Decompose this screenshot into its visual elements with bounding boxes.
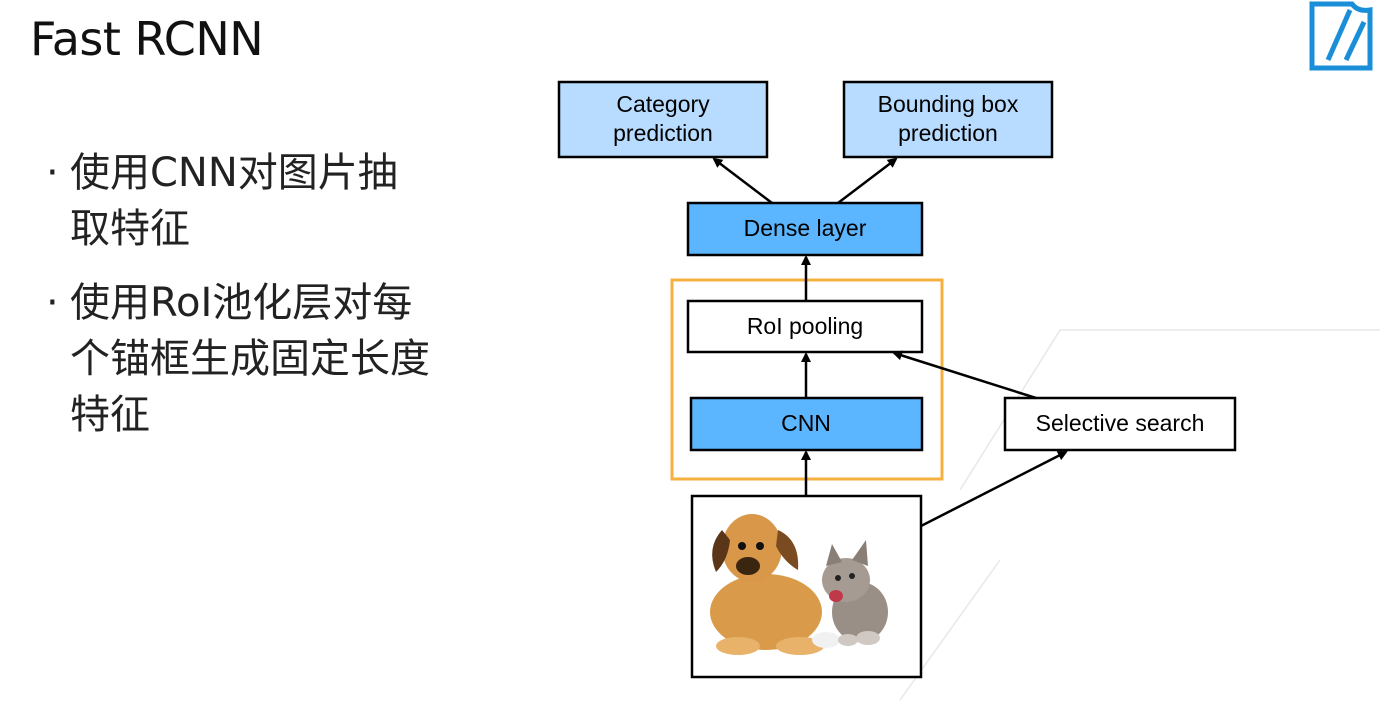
selective-search-label: Selective search <box>1036 410 1205 436</box>
bullet-line: 个锚框生成固定长度 <box>70 336 430 382</box>
bbox-prediction-box: Bounding box prediction <box>842 80 1054 159</box>
selective-search-box: Selective search <box>1003 396 1237 452</box>
background-decoration <box>899 329 1380 701</box>
bullet-line: 特征 <box>70 392 150 438</box>
dog-image <box>710 514 840 655</box>
category-prediction-label-line1: Category <box>616 91 710 117</box>
cnn-box: CNN <box>689 396 924 452</box>
dense-layer-label: Dense layer <box>744 215 867 241</box>
bullet-item: · 使用RoI池化层对每 个锚框生成固定长度 特征 <box>46 275 516 443</box>
bullet-line: 取特征 <box>70 206 190 252</box>
arrows <box>712 157 1068 528</box>
cnn-label: CNN <box>781 410 831 436</box>
roi-pooling-label: RoI pooling <box>747 313 863 339</box>
roi-pooling-box: RoI pooling <box>686 299 924 354</box>
bullet-list: · 使用CNN对图片抽 取特征 · 使用RoI池化层对每 个锚框生成固定长度 特… <box>46 145 516 461</box>
bullet-line: 使用CNN对图片抽 <box>70 150 398 196</box>
input-image <box>690 494 923 679</box>
slide-title: Fast RCNN <box>30 12 264 66</box>
bullet-item: · 使用CNN对图片抽 取特征 <box>46 145 516 257</box>
dense-layer-box: Dense layer <box>686 201 924 257</box>
bullet-dot: · <box>46 280 59 326</box>
bullet-line: 使用RoI池化层对每 <box>70 280 413 326</box>
cat-image <box>822 540 888 646</box>
bullet-dot: · <box>46 150 59 196</box>
category-prediction-label-line2: prediction <box>613 120 713 146</box>
bbox-prediction-label-line1: Bounding box <box>878 91 1019 117</box>
category-prediction-box: Category prediction <box>557 80 769 159</box>
logo-icon <box>1309 1 1373 71</box>
bbox-prediction-label-line2: prediction <box>898 120 998 146</box>
